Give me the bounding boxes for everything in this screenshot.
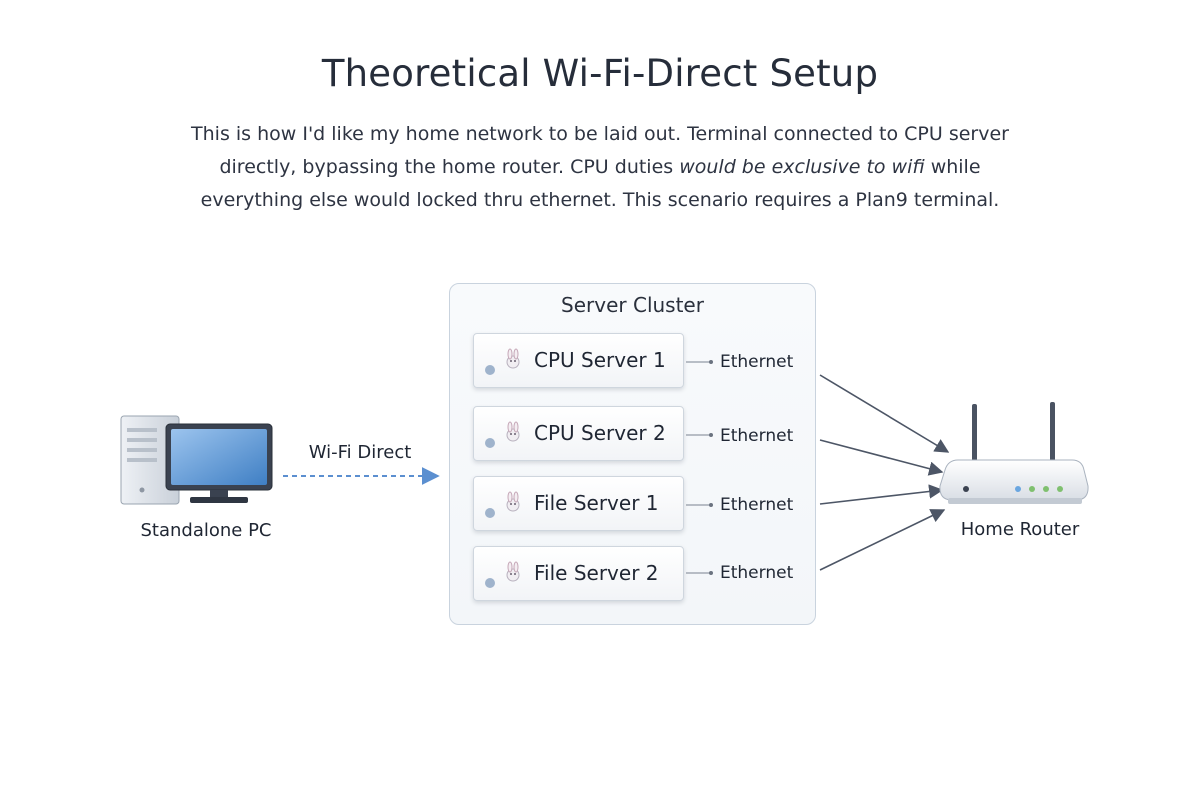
monitor-neck — [210, 490, 228, 498]
description-text-2: while everything else would locked thru … — [200, 156, 1000, 211]
wifi-direct-label: Wi-Fi Direct — [308, 442, 412, 463]
glenda-bunny-icon — [506, 348, 520, 369]
server-node-file-2: File Server 2 — [473, 546, 684, 601]
pc-tower — [120, 415, 180, 505]
ethernet-arrow-3 — [819, 484, 944, 505]
router-icon — [939, 402, 1089, 504]
pc-power-button — [139, 487, 145, 493]
router-body — [939, 459, 1089, 501]
server-node-cpu-2: CPU Server 2 — [473, 406, 684, 461]
ethernet-arrow-1 — [819, 374, 950, 453]
status-dot — [485, 438, 495, 448]
monitor-frame — [165, 423, 273, 491]
monitor-screen — [171, 429, 267, 485]
glenda-bunny-icon — [506, 491, 520, 512]
server-cluster-label: Server Cluster — [561, 293, 704, 317]
pc-drive-bay — [127, 448, 157, 452]
pc-drive-bay — [127, 458, 157, 462]
pc-drive-bay — [127, 438, 157, 442]
description-text-1: This is how I'd like my home network to … — [191, 123, 1009, 178]
status-dot — [485, 578, 495, 588]
router-antenna-left — [972, 404, 977, 462]
server-node-cpu-1: CPU Server 1 — [473, 333, 684, 388]
router-label: Home Router — [960, 519, 1080, 540]
router-base — [948, 498, 1082, 504]
status-dot — [485, 508, 495, 518]
router-led-4 — [1057, 486, 1063, 492]
pc-label: Standalone PC — [140, 520, 272, 541]
router-led-2 — [1029, 486, 1035, 492]
desktop-pc-icon — [120, 415, 273, 505]
ethernet-arrows — [819, 374, 950, 571]
ethernet-label-2: Ethernet — [720, 426, 794, 446]
ethernet-label-1: Ethernet — [720, 352, 794, 372]
glenda-bunny-icon — [506, 561, 520, 582]
server-node-file-1: File Server 1 — [473, 476, 684, 531]
server-name: CPU Server 2 — [534, 421, 666, 445]
ethernet-arrow-4 — [819, 509, 946, 571]
router-power-led — [963, 486, 969, 492]
description: This is how I'd like my home network to … — [180, 118, 1020, 217]
router-led-1 — [1015, 486, 1021, 492]
page-title: Theoretical Wi-Fi-Direct Setup — [321, 52, 879, 95]
server-name: File Server 2 — [534, 561, 659, 585]
pc-drive-bay — [127, 428, 157, 432]
server-name: File Server 1 — [534, 491, 659, 515]
monitor-stand — [190, 497, 248, 503]
ethernet-label-3: Ethernet — [720, 495, 794, 515]
glenda-bunny-icon — [506, 421, 520, 442]
status-dot — [485, 365, 495, 375]
ethernet-arrow-2 — [819, 439, 944, 476]
ethernet-label-4: Ethernet — [720, 563, 794, 583]
server-name: CPU Server 1 — [534, 348, 666, 372]
router-led-3 — [1043, 486, 1049, 492]
router-antenna-right — [1050, 402, 1055, 462]
description-italic: would be exclusive to wifi — [679, 156, 925, 178]
